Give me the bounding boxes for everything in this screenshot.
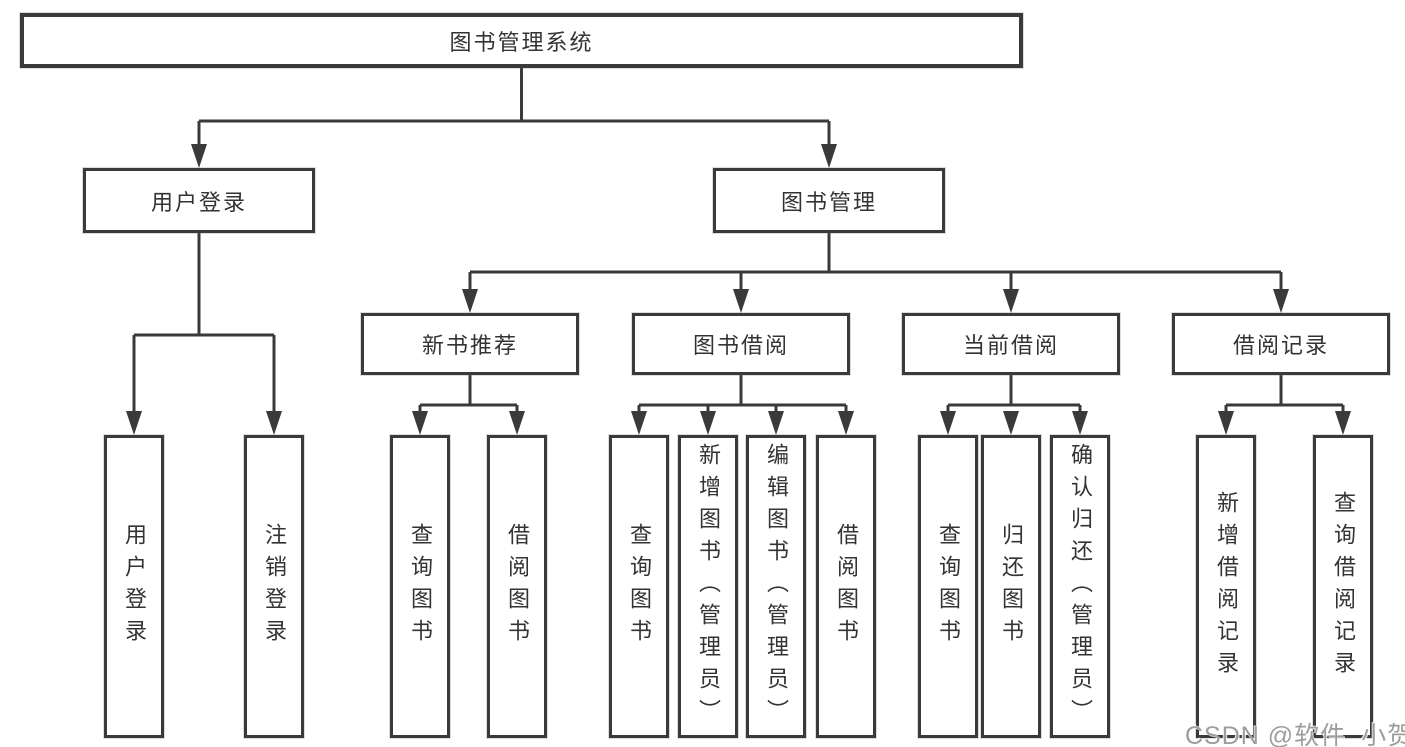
node-root: 图书管理系统 [20, 13, 1023, 68]
node-leaf-bb-edit-books-admin-label: 编辑图书（管理员） [764, 442, 789, 731]
node-leaf-nb-query-books-label: 查询图书 [408, 522, 433, 651]
node-leaf-cb-query-books-label: 查询图书 [936, 522, 961, 651]
node-leaf-cb-confirm-return-admin: 确认归还（管理员） [1050, 435, 1110, 738]
csdn-watermark: CSDN @软件_小贺同学 [1185, 722, 1405, 747]
node-leaf-bb-add-books-admin-label: 新增图书（管理员） [696, 442, 721, 731]
node-leaf-bb-query-books: 查询图书 [609, 435, 669, 738]
node-leaf-bb-borrow-books-label: 借阅图书 [834, 522, 859, 651]
node-leaf-cb-confirm-return-admin-label: 确认归还（管理员） [1068, 442, 1093, 731]
node-leaf-br-query-record: 查询借阅记录 [1313, 435, 1373, 738]
node-leaf-bb-edit-books-admin: 编辑图书（管理员） [746, 435, 806, 738]
node-leaf-nb-borrow-books: 借阅图书 [487, 435, 547, 738]
node-leaf-br-add-record: 新增借阅记录 [1196, 435, 1256, 738]
node-leaf-bb-query-books-label: 查询图书 [627, 522, 652, 651]
node-leaf-br-add-record-label: 新增借阅记录 [1214, 490, 1239, 683]
node-leaf-nb-query-books: 查询图书 [390, 435, 450, 738]
node-leaf-nb-borrow-books-label: 借阅图书 [505, 522, 530, 651]
node-leaf-logout-label: 注销登录 [262, 522, 287, 651]
arrowheads [126, 144, 1351, 435]
node-leaf-cb-return-books-label: 归还图书 [999, 522, 1024, 651]
node-leaf-bb-borrow-books: 借阅图书 [816, 435, 876, 738]
node-current-borrow: 当前借阅 [902, 313, 1120, 375]
node-user-login: 用户登录 [83, 168, 315, 233]
node-new-book-recommend: 新书推荐 [361, 313, 579, 375]
node-book-borrow: 图书借阅 [632, 313, 850, 375]
node-borrow-records: 借阅记录 [1172, 313, 1390, 375]
node-leaf-cb-return-books: 归还图书 [981, 435, 1041, 738]
node-leaf-user-login-label: 用户登录 [122, 522, 147, 651]
node-leaf-cb-query-books: 查询图书 [918, 435, 978, 738]
node-leaf-bb-add-books-admin: 新增图书（管理员） [678, 435, 738, 738]
node-leaf-user-login: 用户登录 [104, 435, 164, 738]
node-leaf-br-query-record-label: 查询借阅记录 [1331, 490, 1356, 683]
node-leaf-logout: 注销登录 [244, 435, 304, 738]
node-book-management: 图书管理 [713, 168, 945, 233]
